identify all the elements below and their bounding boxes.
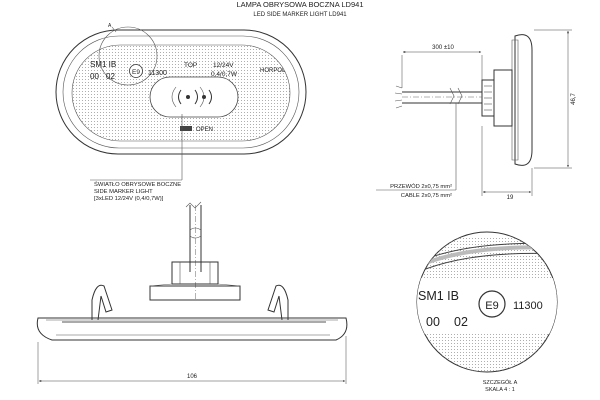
- e-mark-circle: [129, 64, 143, 78]
- lamp-inner-outline: [62, 35, 300, 149]
- open-label: OPEN: [196, 127, 213, 133]
- top-label: TOP: [184, 62, 197, 69]
- dim-depth: 19: [507, 195, 514, 201]
- detail-caption2: SKALA 4 : 1: [485, 387, 515, 393]
- side-cable: [402, 91, 482, 104]
- e-mark: E9: [132, 69, 140, 76]
- detail-code-02: 02: [454, 315, 468, 329]
- callout-light-line2: SIDE MARKER LIGHT: [94, 189, 153, 195]
- left-clip: [91, 284, 113, 321]
- detail-e-mark-circle: [478, 290, 506, 318]
- front-view: A SM1 IB 00 02 E9 11300 TOP 12/24V 0,4/0…: [55, 23, 307, 155]
- side-view: 300 ±10 46,7 19: [394, 29, 577, 201]
- bottom-boss: [171, 261, 219, 285]
- side-boss: [481, 79, 495, 117]
- led-emitters: [171, 86, 212, 108]
- callout-cable-line1: PRZEWÓD 2x0,75 mm²: [390, 183, 452, 190]
- code-02: 02: [106, 72, 115, 81]
- led-window: [149, 76, 239, 118]
- side-lens: [514, 34, 533, 166]
- callout-light-line3: [3xLED 12/24V (0,4/0,7W)]: [94, 196, 164, 202]
- detail-a-circle: [98, 26, 158, 86]
- open-marker: OPEN: [180, 126, 213, 133]
- dim-width: 106: [187, 374, 198, 380]
- base-plate: [36, 317, 348, 341]
- marker-a: A: [108, 23, 112, 29]
- detail-approval: 11300: [513, 300, 543, 312]
- code-00: 00: [90, 72, 99, 81]
- title-en: LED SIDE MARKER LIGHT LD941: [253, 12, 347, 18]
- code-sm1: SM1 IB: [90, 60, 116, 69]
- callout-cable: PRZEWÓD 2x0,75 mm² CABLE 2x0,75 mm²: [376, 103, 457, 199]
- callout-cable-line2: CABLE 2x0,75 mm²: [401, 193, 452, 199]
- detail-e-mark: E9: [485, 300, 498, 312]
- dim-height: 46,7: [571, 93, 577, 105]
- callout-light: ŚWIATŁO OBRYSOWE BOCZNE SIDE MARKER LIGH…: [90, 114, 183, 202]
- lamp-outer-outline: [55, 29, 307, 155]
- power-label: 0,4/0,7W: [211, 71, 238, 78]
- title-pl: LAMPA OBRYSOWA BOCZNA LD941: [237, 0, 364, 9]
- side-housing: [493, 69, 513, 127]
- detail-sm1: SM1 IB: [418, 289, 459, 303]
- callout-light-line1: ŚWIATŁO OBRYSOWE BOCZNE: [94, 180, 181, 188]
- detail-a: SM1 IB 00 02 E9 11300 SZCZEGÓŁ A SKALA 4…: [416, 231, 558, 393]
- dim-cable-length: 300 ±10: [432, 45, 454, 51]
- detail-code-00: 00: [426, 315, 440, 329]
- horpol-label: HORPOL: [260, 68, 286, 74]
- voltage-label: 12/24V: [213, 62, 234, 69]
- title-block: LAMPA OBRYSOWA BOCZNA LD941 LED SIDE MAR…: [237, 0, 364, 18]
- detail-caption1: SZCZEGÓŁ A: [483, 379, 518, 386]
- right-clip: [267, 284, 289, 321]
- approval-number: 11300: [148, 70, 167, 77]
- bottom-view: 106: [36, 201, 348, 384]
